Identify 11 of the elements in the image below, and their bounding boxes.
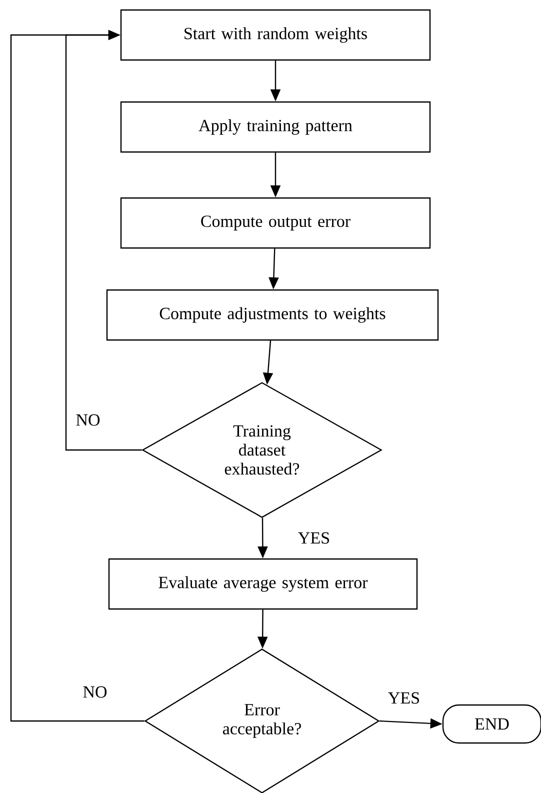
arrow	[10, 30, 144, 722]
process-box: Compute output error	[120, 197, 431, 249]
process-box: Evaluate average system error	[108, 558, 418, 610]
edge-label: NO	[74, 413, 102, 427]
process-box: Start with random weights	[120, 9, 431, 61]
edge-label: NO	[82, 685, 108, 699]
process-box: Compute adjustments to weights	[106, 289, 439, 341]
process-box: Apply training pattern	[120, 101, 431, 153]
terminal-box: END	[442, 704, 541, 744]
edge-label: YES	[386, 691, 422, 705]
edge-label: YES	[296, 531, 332, 545]
